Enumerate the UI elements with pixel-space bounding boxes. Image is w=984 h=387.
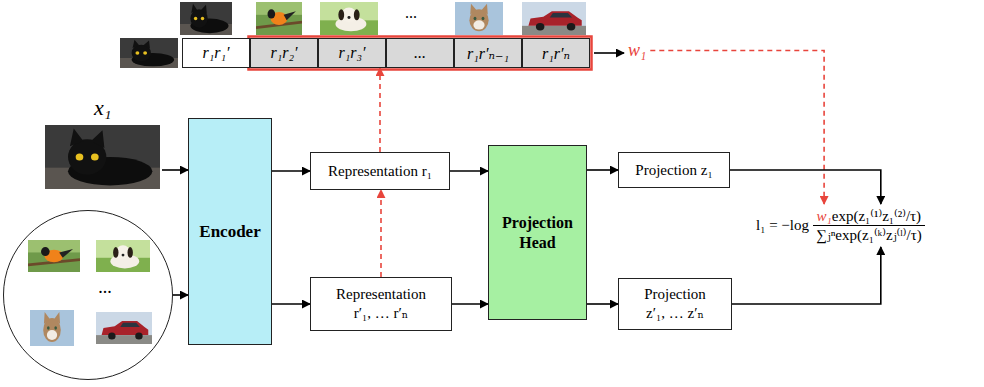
denominator: ∑ⱼⁿexp(z₁⁽ᵏ⁾zⱼ⁽ˡ⁾/τ) (813, 226, 925, 244)
node-text: Projection Head (495, 213, 580, 253)
similarity-cell: r₁r₃′ (318, 38, 386, 68)
formula-weight: w₁ (817, 208, 832, 224)
node-text: Representation r′₁, … r′ₙ (317, 285, 445, 323)
negative-group-outline (249, 37, 592, 70)
node-text: ... (98, 277, 112, 298)
thumb-photo (522, 2, 586, 35)
projection-head-box: Projection Head (488, 145, 587, 320)
representation-box: Representation r₁ (310, 152, 450, 190)
weight-label: w₁ (628, 40, 646, 61)
node-text: Projection z₁ (635, 161, 712, 180)
node-text: r₁r₂′ (270, 44, 297, 62)
projection-box: Projection z′₁, … z′ₙ (618, 278, 732, 330)
node-text: Projection z′₁, … z′ₙ (625, 285, 725, 323)
input-arrow (162, 169, 188, 171)
similarity-cell: r₁r′ₙ₋₁ (454, 38, 522, 68)
formula-text: exp(z₁⁽¹⁾z₁⁽²⁾/τ) (832, 208, 921, 224)
node-text: Representation r₁ (328, 162, 432, 181)
node-text: r₁r′ₙ₋₁ (467, 44, 509, 63)
sample-circle: ... (3, 210, 173, 380)
loss-input-arrow (730, 170, 881, 204)
sample-photo (96, 240, 150, 272)
similarity-cell: r₁r₂′ (250, 38, 318, 68)
flow-arrow (450, 170, 488, 172)
fraction-bar (813, 225, 925, 226)
sample-photo (30, 310, 74, 346)
node-text: Encoder (199, 222, 260, 242)
thumb-photo (256, 2, 302, 35)
node-text: r₁r₁′ (202, 44, 229, 62)
anchor-photo (45, 125, 160, 189)
thumb-photo (180, 2, 232, 35)
ellipsis-label: ... (405, 4, 417, 22)
similarity-cell: r₁r′ₙ (522, 38, 590, 68)
similarity-cell: ... (386, 38, 454, 68)
numerator: w₁exp(z₁⁽¹⁾z₁⁽²⁾/τ) (814, 207, 925, 225)
anchor-thumb-photo (120, 38, 178, 68)
similarity-arrow (380, 190, 382, 277)
flow-arrow (587, 169, 618, 171)
flow-arrow (272, 303, 310, 305)
similarity-cell: r₁r₁′ (182, 38, 250, 68)
node-text: r₁r₃′ (338, 44, 365, 62)
weight-arrow (594, 52, 624, 54)
sample-photo (96, 312, 152, 344)
fraction: w₁exp(z₁⁽¹⁾z₁⁽²⁾/τ) ∑ⱼⁿexp(z₁⁽ᵏ⁾zⱼ⁽ˡ⁾/τ) (813, 207, 925, 244)
loss-formula: l₁ = −log w₁exp(z₁⁽¹⁾z₁⁽²⁾/τ) ∑ⱼⁿexp(z₁⁽ᵏ⁾… (756, 207, 925, 244)
sample-photo (28, 240, 80, 272)
formula-text: ∑ⱼⁿexp(z₁⁽ᵏ⁾zⱼ⁽ˡ⁾/τ) (816, 227, 922, 243)
thumb-photo (320, 2, 378, 35)
input-label: x₁ (94, 95, 111, 121)
loss-input-arrow (732, 247, 881, 304)
thumb-photo (455, 2, 503, 35)
formula-text: l₁ = −log (756, 217, 809, 234)
flow-arrow (587, 303, 618, 305)
representation-box: Representation r′₁, … r′ₙ (310, 277, 452, 331)
flow-arrow (272, 170, 310, 172)
node-text: r₁r′ₙ (542, 44, 570, 63)
flow-arrow (173, 294, 188, 296)
projection-box: Projection z₁ (618, 152, 730, 188)
encoder-box: Encoder (188, 118, 272, 345)
similarity-arrow (379, 68, 381, 152)
node-text: ... (414, 44, 426, 62)
flow-arrow (452, 303, 488, 305)
